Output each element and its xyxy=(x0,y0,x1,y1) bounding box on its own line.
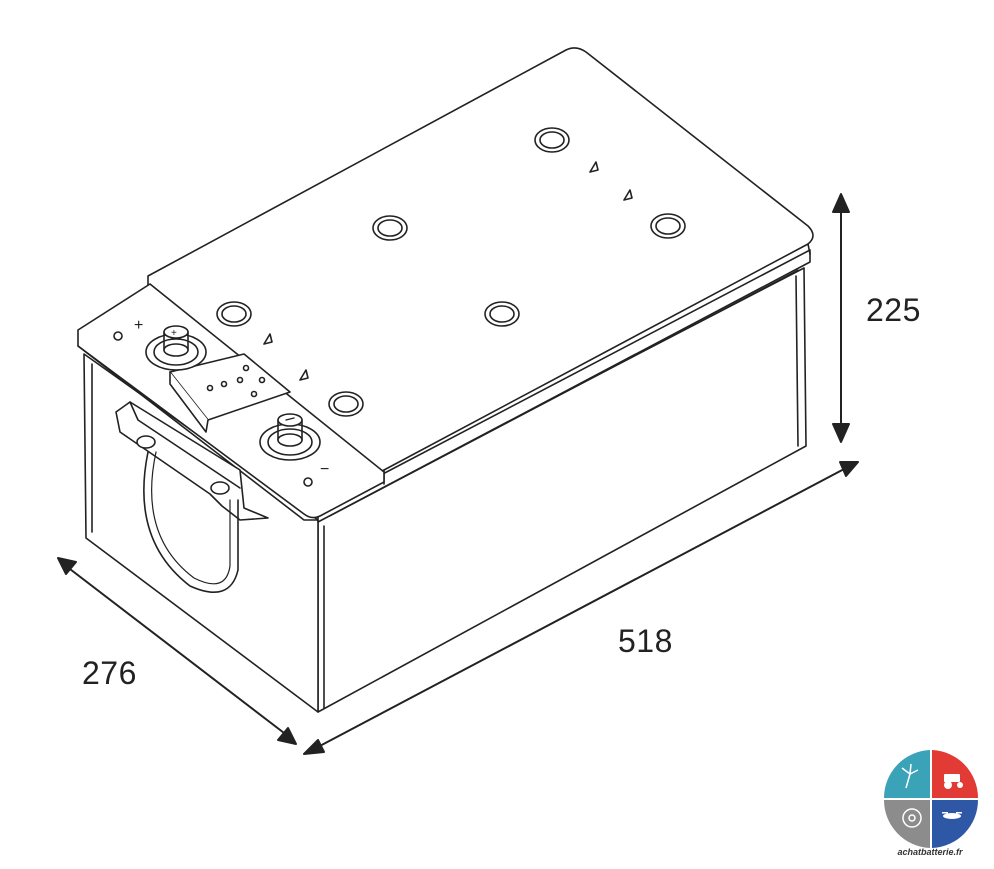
height-dimension-label: 225 xyxy=(866,292,921,328)
height-arrow xyxy=(832,193,850,443)
tractor-icon xyxy=(944,774,963,789)
cell-caps xyxy=(216,127,686,417)
negative-label: − xyxy=(320,461,329,478)
logo-quadrant-tl xyxy=(884,750,930,798)
achatbatterie-logo xyxy=(884,750,978,848)
negative-terminal xyxy=(259,413,321,461)
logo-text: achatbatterie.fr xyxy=(897,847,963,857)
dimension-arrows xyxy=(57,193,859,755)
carry-handle xyxy=(115,401,269,594)
positive-label: + xyxy=(134,317,143,334)
front-face-right-edge xyxy=(795,275,799,447)
logo-quadrant-br xyxy=(932,800,978,848)
length-arrow xyxy=(303,461,859,755)
width-arrow xyxy=(57,557,297,745)
terminal-ledge-edge xyxy=(77,345,319,521)
cd-disc-icon xyxy=(902,808,922,828)
vent-hole-left xyxy=(113,331,123,341)
lid-slots xyxy=(263,161,633,381)
positive-terminal: + xyxy=(145,325,207,371)
positive-terminal-mark: + xyxy=(171,328,177,339)
drone-icon xyxy=(942,812,962,819)
logo-quadrant-bl xyxy=(884,800,930,848)
wind-turbine-icon xyxy=(901,763,919,789)
length-dimension-label: 518 xyxy=(618,623,673,659)
lid-ribs xyxy=(329,269,799,517)
width-dimension-label: 276 xyxy=(82,655,137,691)
vent-hole-right xyxy=(303,477,313,487)
